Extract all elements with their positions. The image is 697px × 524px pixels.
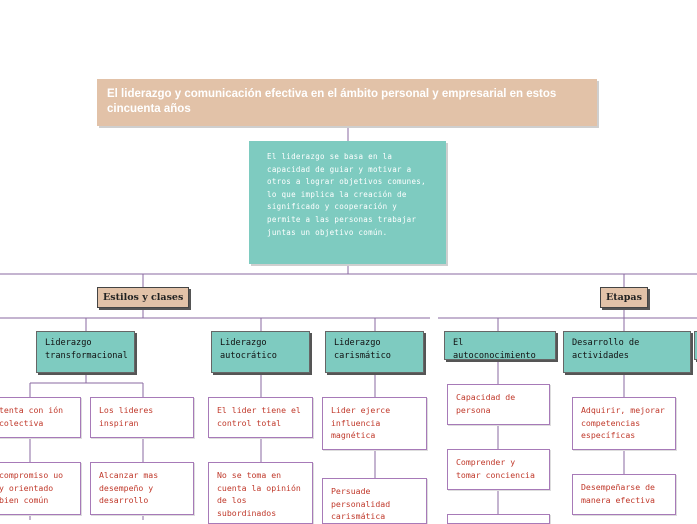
node-autocratic[interactable]: Liderazgo autocrático <box>211 331 310 373</box>
leaf-charismatic-2-text: Persuade personalidad carismática <box>331 486 391 521</box>
leaf-transformational-3-text: compromiso uo y orientado bien común <box>0 470 64 505</box>
leaf-transformational-2[interactable]: Los lideres inspiran <box>90 397 194 438</box>
leaf-autocratic-1[interactable]: El lider tiene el control total <box>208 397 313 438</box>
leaf-autocratic-1-text: El lider tiene el control total <box>217 405 301 428</box>
leaf-transformational-4[interactable]: Alcanzar mas desempeño y desarrollo <box>90 462 194 515</box>
node-selfknowledge-label: El autoconocimiento <box>453 338 536 361</box>
leaf-development-1-text: Adquirir, mejorar competencias específic… <box>581 405 665 440</box>
leaf-selfknowledge-2-text: Comprender y tomar conciencia <box>456 457 535 480</box>
node-development-label: Desarrollo de actividades <box>572 338 640 361</box>
category-stages-label: Etapas <box>606 292 642 303</box>
leaf-charismatic-1-text: Lider ejerce influencia magnética <box>331 405 391 440</box>
leaf-charismatic-1[interactable]: Lider ejerce influencia magnética <box>322 397 427 450</box>
leaf-autocratic-2[interactable]: No se toma en cuenta la opinión de los s… <box>208 462 313 524</box>
node-transformational[interactable]: Liderazgo transformacional <box>36 331 135 373</box>
leaf-development-2-text: Desempeñarse de manera efectiva <box>581 482 655 505</box>
category-stages[interactable]: Etapas <box>600 287 648 308</box>
category-styles[interactable]: Estilos y clases <box>97 287 190 308</box>
node-transformational-label: Liderazgo transformacional <box>45 338 128 361</box>
leaf-charismatic-2[interactable]: Persuade personalidad carismática <box>322 478 427 524</box>
leaf-transformational-1[interactable]: tenta con ión colectiva <box>0 397 81 438</box>
leaf-transformational-2-text: Los lideres inspiran <box>99 405 154 428</box>
root-topic[interactable]: El liderazgo y comunicación efectiva en … <box>97 79 597 126</box>
node-next-partial[interactable] <box>694 331 697 360</box>
node-charismatic[interactable]: Liderazgo carismático <box>325 331 424 373</box>
leaf-autocratic-2-text: No se toma en cuenta la opinión de los s… <box>217 470 301 518</box>
description-node[interactable]: El liderazgo se basa en la capacidad de … <box>249 141 446 264</box>
leaf-selfknowledge-2[interactable]: Comprender y tomar conciencia <box>447 449 550 490</box>
node-autocratic-label: Liderazgo autocrático <box>220 338 277 361</box>
description-text: El liderazgo se basa en la capacidad de … <box>267 152 426 237</box>
leaf-selfknowledge-1-text: Capacidad de persona <box>456 392 516 415</box>
node-development[interactable]: Desarrollo de actividades <box>563 331 691 373</box>
root-title: El liderazgo y comunicación efectiva en … <box>107 88 557 115</box>
leaf-selfknowledge-1[interactable]: Capacidad de persona <box>447 384 550 425</box>
node-charismatic-label: Liderazgo carismático <box>334 338 391 361</box>
leaf-transformational-3[interactable]: compromiso uo y orientado bien común <box>0 462 81 515</box>
leaf-development-1[interactable]: Adquirir, mejorar competencias específic… <box>572 397 676 450</box>
node-selfknowledge[interactable]: El autoconocimiento <box>444 331 556 361</box>
leaf-transformational-4-text: Alcanzar mas desempeño y desarrollo <box>99 470 159 505</box>
leaf-transformational-1-text: tenta con ión colectiva <box>0 405 64 428</box>
leaf-selfknowledge-3-partial[interactable] <box>447 514 550 524</box>
category-styles-label: Estilos y clases <box>103 292 184 303</box>
leaf-development-2[interactable]: Desempeñarse de manera efectiva <box>572 474 676 515</box>
